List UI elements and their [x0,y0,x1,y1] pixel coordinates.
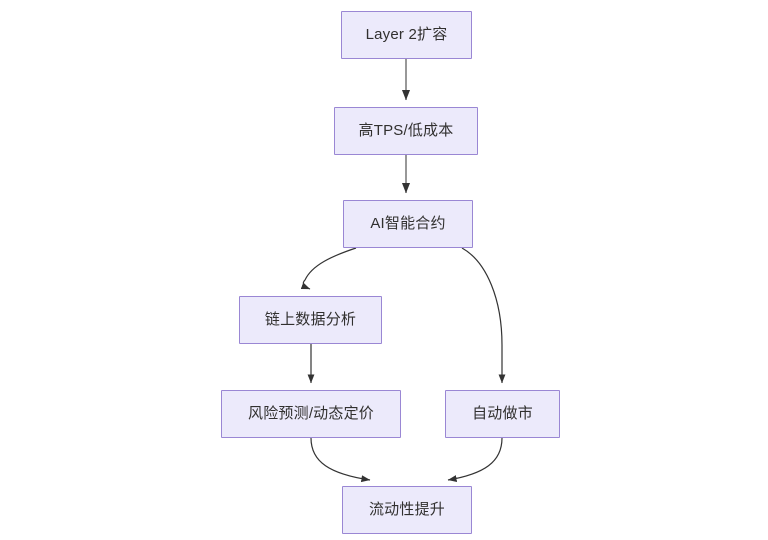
node-high-tps-low-cost[interactable]: 高TPS/低成本 [334,107,478,155]
node-liquidity-improvement-label: 流动性提升 [368,501,445,518]
node-layer2-label: Layer 2扩容 [365,26,448,43]
edge-ai-to-onchain [300,247,357,290]
node-onchain-data-analysis[interactable]: 链上数据分析 [239,296,382,344]
node-high-tps-low-cost-label: 高TPS/低成本 [358,122,454,139]
node-layer2[interactable]: Layer 2扩容 [341,11,472,59]
node-onchain-data-analysis-label: 链上数据分析 [264,311,357,328]
node-automated-market-making[interactable]: 自动做市 [445,390,560,438]
node-automated-market-making-label: 自动做市 [472,405,533,422]
edge-risk-to-liquidity [310,437,371,483]
edge-amm-to-liquidity [447,437,503,483]
node-risk-prediction-dynamic-pricing[interactable]: 风险预测/动态定价 [221,390,401,438]
edge-ai-to-amm [461,247,506,384]
node-ai-smart-contract[interactable]: AI智能合约 [343,200,473,248]
node-risk-prediction-dynamic-pricing-label: 风险预测/动态定价 [248,405,374,422]
node-ai-smart-contract-label: AI智能合约 [370,215,446,232]
node-liquidity-improvement[interactable]: 流动性提升 [342,486,472,534]
